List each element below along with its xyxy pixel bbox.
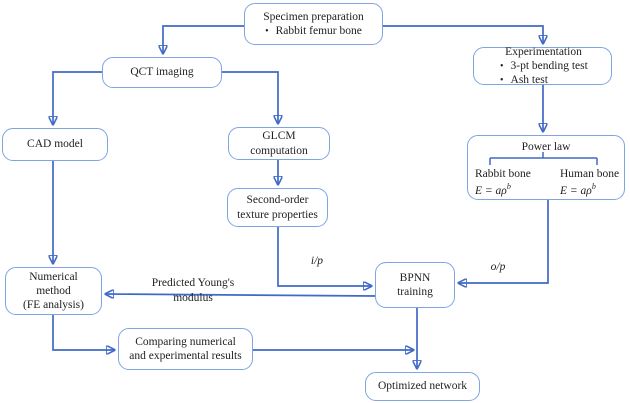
bullet-icon: • [500,60,504,72]
formula: E = aρb [560,182,619,199]
node-title: Specimen preparation [263,10,364,23]
node-label: Optimized network [377,380,468,393]
bullet-list: • 3-pt bending test • Ash test [500,59,588,87]
node-glcm-computation: GLCM computation [228,127,330,160]
bullet-icon: • [265,25,269,37]
connector-qct-to-cad [53,71,102,124]
variant-name: Rabbit bone [475,168,531,180]
connector-specimen-to-experimentation [383,25,543,43]
formula-base: E = aρ [560,184,592,197]
bullet-item: • 3-pt bending test [500,59,588,73]
edge-label-output: o/p [490,261,506,273]
node-bpnn-training: BPNN training [375,262,455,308]
connector-qct-to-glcm [222,71,278,123]
node-label: CAD model [27,138,83,151]
node-title: Experimentation [505,45,582,58]
bullet-icon: • [500,75,504,87]
bullet-text: Rabbit femur bone [275,24,362,37]
node-label: QCT imaging [130,66,194,79]
node-specimen-preparation: Specimen preparation • Rabbit femur bone [244,3,383,45]
node-label: GLCM computation [250,130,308,157]
node-label: Numerical method (FE analysis) [22,270,84,311]
node-cad-model: CAD model [2,128,108,161]
bullet-item: • Rabbit femur bone [265,24,362,38]
formula: E = aρb [475,182,531,199]
node-power-law: Power law Rabbit bone E = aρb Human bone… [467,135,625,200]
formula-base: E = aρ [475,184,507,197]
node-numerical-method: Numerical method (FE analysis) [5,267,102,315]
node-comparing-results: Comparing numerical and experimental res… [118,328,253,370]
node-qct-imaging: QCT imaging [102,57,222,88]
variant-name: Human bone [560,168,620,180]
bullet-item: • Ash test [500,73,588,87]
formula-exponent: b [591,181,596,191]
formula-exponent: b [506,181,511,191]
edge-label-predicted-youngs-modulus: Predicted Young's modulus [151,277,235,304]
power-law-human: Human bone E = aρb [560,167,619,199]
node-label: Second-order texture properties [237,194,318,221]
node-title: Power law [521,141,571,153]
connector-numerical-to-comparing [52,315,114,350]
bullet-text: Ash test [510,74,548,87]
node-experimentation: Experimentation • 3-pt bending test • As… [473,45,612,87]
node-label: BPNN training [397,271,433,298]
edge-label-input: i/p [310,255,324,267]
power-law-rabbit: Rabbit bone E = aρb [475,167,531,199]
bullet-text: 3-pt bending test [510,59,588,72]
connector-specimen-to-qct [163,25,244,53]
node-optimized-network: Optimized network [365,372,480,401]
node-second-order-texture: Second-order texture properties [227,188,328,227]
node-label: Comparing numerical and experimental res… [129,335,242,362]
